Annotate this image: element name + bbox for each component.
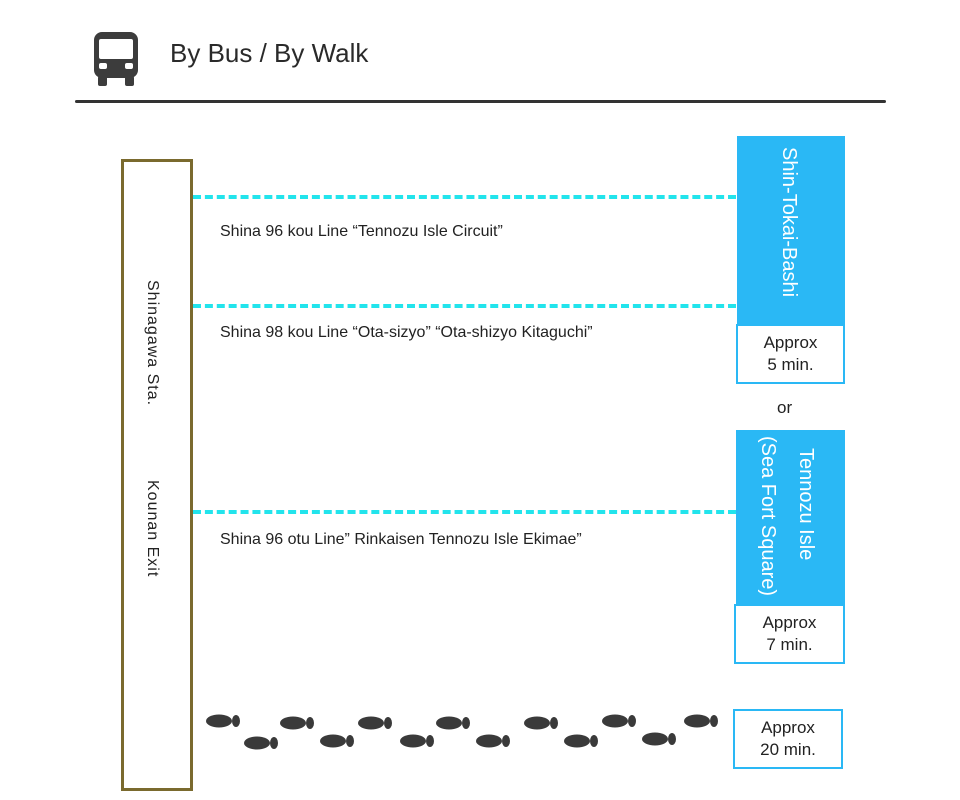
route-line-3 <box>193 510 736 514</box>
destination-tennozu-isle <box>736 430 845 606</box>
route-label-1: Shina 96 kou Line “Tennozu Isle Circuit” <box>220 223 503 240</box>
route-label-2: Shina 98 kou Line “Ota-sizyo” “Ota-shizy… <box>220 324 593 341</box>
approx-minutes: 5 min. <box>767 355 814 374</box>
page-title: By Bus / By Walk <box>170 38 369 68</box>
approx-minutes: 7 min. <box>766 635 813 654</box>
route-label-3: Shina 96 otu Line” Rinkaisen Tennozu Isl… <box>220 531 582 548</box>
destination-tennozu-isle-name: Tennozu Isle <box>795 448 817 561</box>
destination-tennozu-isle-subname: (Sea Fort Square) <box>757 436 779 597</box>
approx-label: Approx <box>762 613 817 632</box>
route-line-2 <box>193 304 736 308</box>
station-name: Shinagawa Sta. <box>144 280 161 407</box>
route-line-1 <box>193 195 736 199</box>
bus-icon <box>94 32 138 86</box>
approx-time-20-min: Approx 20 min. <box>733 709 843 769</box>
destination-shin-tokai-bashi <box>737 136 845 326</box>
approx-time-7-min: Approx 7 min. <box>734 604 845 664</box>
destination-shin-tokai-bashi-name: Shin-Tokai-Bashi <box>778 147 800 298</box>
or-separator: or <box>777 398 793 417</box>
approx-time-5-min: Approx 5 min. <box>736 324 845 384</box>
approx-label: Approx <box>763 333 818 352</box>
station-box <box>121 159 193 791</box>
footprints-icon <box>206 714 718 750</box>
station-exit: Kounan Exit <box>144 480 161 578</box>
approx-minutes: 20 min. <box>760 740 816 759</box>
approx-label: Approx <box>761 718 815 737</box>
header-divider <box>75 100 886 103</box>
